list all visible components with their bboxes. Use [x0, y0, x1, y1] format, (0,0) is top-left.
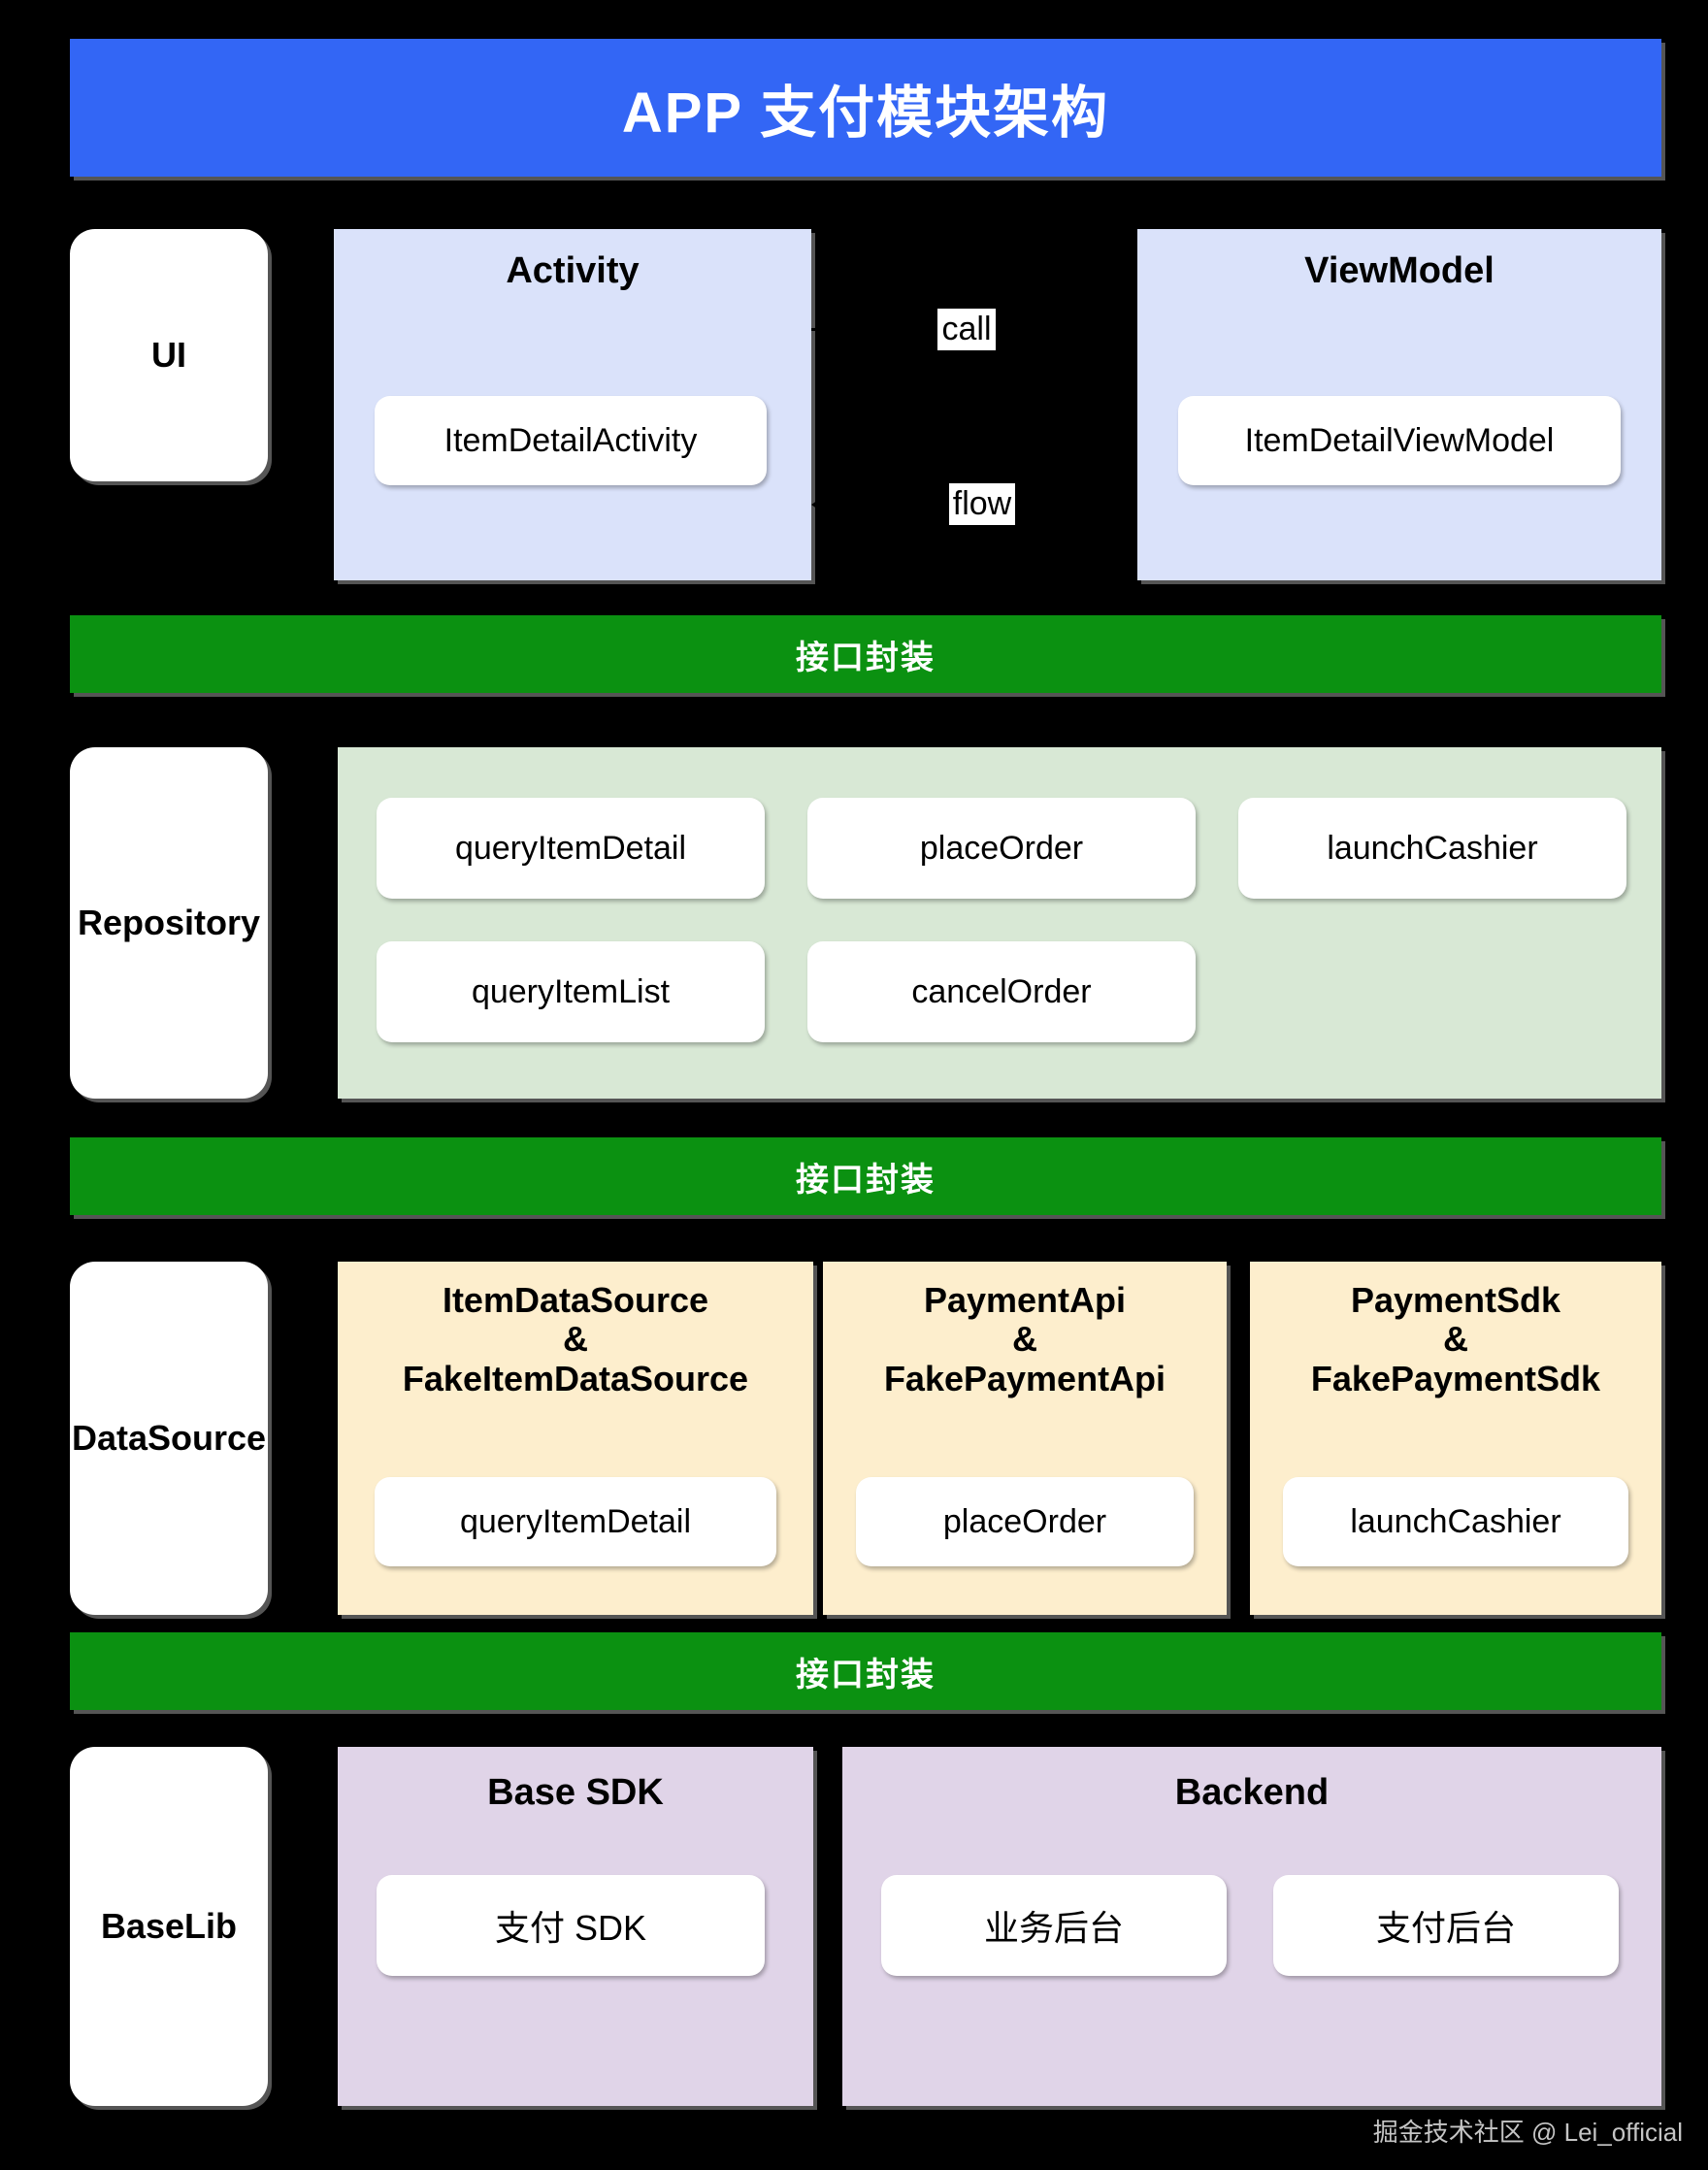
group-payment-sdk[interactable]: PaymentSdk & FakePaymentSdk launchCashie… [1250, 1262, 1661, 1615]
group-backend[interactable]: Backend 业务后台 支付后台 [842, 1747, 1661, 2106]
separator-interface-encapsulation-1: 接口封装 [70, 615, 1661, 693]
connector-call-line [811, 328, 938, 331]
layer-label-ui-text: UI [151, 335, 186, 375]
group-item-datasource-title-2: & [563, 1319, 588, 1360]
group-payment-api-title-2: & [1012, 1319, 1037, 1360]
layer-label-repository-text: Repository [77, 903, 261, 942]
separator-interface-encapsulation-2: 接口封装 [70, 1137, 1661, 1215]
chip-item-detail-viewmodel[interactable]: ItemDetailViewModel [1178, 396, 1621, 485]
group-viewmodel-title: ViewModel [1304, 250, 1494, 291]
watermark: 掘金技术社区 @ Lei_official [1372, 2118, 1683, 2147]
group-payment-api-title-1: PaymentApi [923, 1280, 1127, 1320]
group-repository[interactable]: queryItemDetail placeOrder launchCashier… [338, 747, 1661, 1099]
chip-payment-backend[interactable]: 支付后台 [1273, 1875, 1619, 1976]
group-activity[interactable]: Activity ItemDetailActivity [334, 229, 811, 580]
layer-label-datasource-text: DataSource [71, 1418, 267, 1458]
connector-flow-label: flow [948, 483, 1016, 525]
connector-flow-line-2 [1015, 503, 1137, 506]
chip-query-item-list[interactable]: queryItemList [377, 941, 765, 1042]
group-payment-sdk-title-1: PaymentSdk [1350, 1280, 1561, 1320]
group-payment-sdk-title-3: FakePaymentSdk [1310, 1358, 1601, 1398]
layer-label-repository: Repository [70, 747, 268, 1099]
arrow-right-icon [1122, 318, 1137, 341]
arrow-left-icon [811, 493, 827, 515]
group-item-datasource-title-3: FakeItemDataSource [402, 1358, 749, 1398]
chip-ds-launch-cashier[interactable]: launchCashier [1283, 1477, 1628, 1566]
diagram-title-banner: APP 支付模块架构 [70, 39, 1661, 177]
connector-flow-line [827, 503, 949, 506]
layer-label-baselib: BaseLib [70, 1747, 268, 2106]
chip-query-item-detail[interactable]: queryItemDetail [377, 798, 765, 899]
group-payment-api[interactable]: PaymentApi & FakePaymentApi placeOrder [823, 1262, 1227, 1615]
group-backend-title: Backend [1174, 1772, 1330, 1813]
chip-business-backend[interactable]: 业务后台 [881, 1875, 1227, 1976]
chip-item-detail-activity[interactable]: ItemDetailActivity [375, 396, 767, 485]
group-payment-sdk-title-2: & [1443, 1319, 1468, 1360]
connector-call-label: call [937, 309, 996, 350]
chip-place-order[interactable]: placeOrder [807, 798, 1196, 899]
connector-call: call [811, 309, 1137, 350]
group-item-datasource-title-1: ItemDataSource [442, 1280, 709, 1320]
page-title: APP 支付模块架构 [621, 82, 1110, 145]
layer-label-datasource: DataSource [70, 1262, 268, 1615]
chip-launch-cashier[interactable]: launchCashier [1238, 798, 1626, 899]
group-base-sdk[interactable]: Base SDK 支付 SDK [338, 1747, 813, 2106]
chip-ds-place-order[interactable]: placeOrder [856, 1477, 1194, 1566]
layer-label-baselib-text: BaseLib [100, 1906, 238, 1946]
group-base-sdk-title: Base SDK [487, 1772, 664, 1813]
group-item-datasource[interactable]: ItemDataSource & FakeItemDataSource quer… [338, 1262, 813, 1615]
connector-call-line-2 [995, 328, 1122, 331]
chip-cancel-order[interactable]: cancelOrder [807, 941, 1196, 1042]
group-viewmodel[interactable]: ViewModel ItemDetailViewModel [1137, 229, 1661, 580]
separator-interface-encapsulation-3: 接口封装 [70, 1632, 1661, 1710]
group-activity-title: Activity [506, 250, 640, 291]
layer-label-ui: UI [70, 229, 268, 481]
chip-ds-query-item-detail[interactable]: queryItemDetail [375, 1477, 776, 1566]
group-payment-api-title-3: FakePaymentApi [883, 1358, 1166, 1398]
connector-flow: flow [811, 483, 1137, 525]
chip-payment-sdk[interactable]: 支付 SDK [377, 1875, 765, 1976]
